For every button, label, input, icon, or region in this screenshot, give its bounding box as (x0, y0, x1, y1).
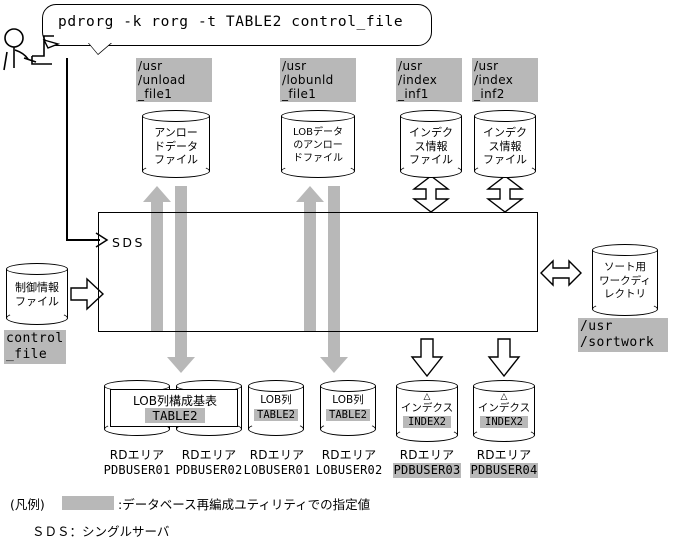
gray-arrow-up-lob-head (296, 186, 324, 202)
base-table-box: LOB列構成基表 TABLE2 (110, 389, 238, 427)
operator-connector-horizontal (66, 239, 100, 241)
cylinder-index-info-file-1: インデク ス情報 ファイル (400, 110, 462, 178)
legend-title: (凡例) (10, 497, 45, 512)
rdarea-label-pdbuser04-name: PDBUSER04 (469, 463, 539, 478)
rdarea-label-pdbuser02-title: RDエリア (181, 448, 237, 462)
cylinder-rdarea-pdbuser04-marker: △ (500, 392, 508, 402)
legend-swatch-meaning: :データベース再編成ユティリティでの指定値 (118, 497, 371, 512)
rdarea-label-lobuser01-title: RDエリア (249, 448, 305, 462)
path-label-unload-file1: /usr /unload _file1 (136, 58, 212, 102)
gray-arrow-down-unload-head (167, 357, 195, 373)
cylinder-control-file-label: 制御情報 ファイル (15, 281, 59, 308)
rdarea-label-pdbuser01-name: PDBUSER01 (103, 463, 171, 477)
cylinder-rdarea-pdbuser03-value: INDEX2 (403, 416, 451, 428)
cylinder-rdarea-pdbuser04-title: インデクス (477, 402, 531, 414)
gray-arrow-up-unload-bar (151, 200, 163, 332)
path-label-control-file: control _file (4, 330, 66, 364)
rdarea-label-lobuser02: RDエリア LOBUSER02 (312, 448, 386, 478)
cylinder-index-info-file-2-label: インデク ス情報 ファイル (483, 126, 527, 166)
cylinder-rdarea-lobuser01-title: LOB列 (260, 394, 292, 406)
rdarea-label-lobuser02-title: RDエリア (321, 448, 377, 462)
legend-abbreviation: ＳＤＳ：シングルサーバ (32, 524, 170, 539)
gray-arrow-up-unload-head (143, 186, 171, 202)
path-label-sortwork: /usr /sortwork (578, 318, 668, 352)
command-bubble-tail (88, 42, 112, 54)
legend-swatch (62, 496, 114, 510)
path-label-index-inf2: /usr /index _inf2 (472, 58, 538, 102)
rdarea-label-pdbuser04-title: RDエリア (476, 448, 532, 462)
command-bubble (42, 4, 432, 46)
rdarea-label-pdbuser03-title: RDエリア (399, 448, 455, 462)
gray-arrow-up-lob-bar (304, 200, 316, 332)
cylinder-unload-data-file-label: アンロー ドデータ ファイル (154, 126, 198, 166)
operator-connector-arrowhead (95, 232, 109, 248)
operator-icon (2, 28, 64, 71)
arrow-sds-to-index-area-2 (487, 338, 521, 378)
rdarea-label-pdbuser03: RDエリア PDBUSER03 (390, 448, 464, 478)
rdarea-label-lobuser02-name: LOBUSER02 (315, 463, 383, 477)
sds-server-label: SDS (112, 235, 145, 250)
gray-arrow-down-unload-bar (175, 186, 187, 358)
rdarea-label-pdbuser01-title: RDエリア (109, 448, 165, 462)
cylinder-rdarea-lobuser02-value: TABLE2 (326, 409, 370, 421)
arrow-control-file-to-sds (70, 277, 105, 311)
bidirectional-arrow-index-inf1 (411, 175, 451, 213)
cylinder-sort-work-directory: ソート用 ワークディ レクトリ (592, 244, 658, 316)
cylinder-rdarea-pdbuser03: △ インデクス (396, 380, 458, 442)
cylinder-rdarea-lobuser01-value: TABLE2 (254, 409, 298, 421)
command-text: pdrorg -k rorg -t TABLE2 control_file (58, 14, 404, 30)
operator-connector-vertical (66, 58, 68, 240)
cylinder-rdarea-pdbuser04: △ インデクス (473, 380, 535, 442)
rdarea-label-pdbuser01: RDエリア PDBUSER01 (100, 448, 174, 478)
gray-arrow-down-lob-head (320, 357, 348, 373)
cylinder-control-file: 制御情報 ファイル (6, 263, 68, 325)
bidirectional-arrow-sortwork (540, 255, 582, 291)
path-label-index-inf1: /usr /index _inf1 (396, 58, 462, 102)
gray-arrow-down-lob-bar (328, 186, 340, 358)
rdarea-label-pdbuser02: RDエリア PDBUSER02 (172, 448, 246, 478)
bidirectional-arrow-index-inf2 (485, 175, 525, 213)
cylinder-rdarea-lobuser02-title: LOB列 (332, 394, 364, 406)
cylinder-rdarea-pdbuser03-marker: △ (423, 392, 431, 402)
arrow-sds-to-index-area-1 (410, 338, 444, 378)
cylinder-rdarea-pdbuser04-value: INDEX2 (480, 416, 528, 428)
cylinder-index-info-file-2: インデク ス情報 ファイル (474, 110, 536, 178)
rdarea-label-pdbuser04: RDエリア PDBUSER04 (467, 448, 541, 478)
cylinder-sort-work-directory-label: ソート用 ワークディ レクトリ (599, 261, 651, 300)
cylinder-lob-unload-file-label: LOBデータ のアンロー ドファイル (293, 127, 343, 164)
cylinder-rdarea-pdbuser03-title: インデクス (400, 402, 454, 414)
cylinder-rdarea-lobuser01: LOB列 (248, 380, 304, 436)
cylinder-lob-unload-file: LOBデータ のアンロー ドファイル (281, 110, 355, 178)
path-label-lobunld-file1: /usr /lobunld _file1 (280, 58, 356, 102)
cylinder-rdarea-lobuser02: LOB列 (320, 380, 376, 436)
rdarea-label-pdbuser02-name: PDBUSER02 (175, 463, 243, 477)
sds-server-box (98, 212, 538, 332)
cylinder-index-info-file-1-label: インデク ス情報 ファイル (409, 126, 453, 166)
rdarea-label-lobuser01: RDエリア LOBUSER01 (240, 448, 314, 478)
base-table-box-value: TABLE2 (145, 408, 205, 423)
base-table-box-title: LOB列構成基表 (133, 394, 217, 408)
rdarea-label-lobuser01-name: LOBUSER01 (243, 463, 311, 477)
rdarea-label-pdbuser03-name: PDBUSER03 (392, 463, 462, 478)
cylinder-unload-data-file: アンロー ドデータ ファイル (142, 110, 210, 178)
